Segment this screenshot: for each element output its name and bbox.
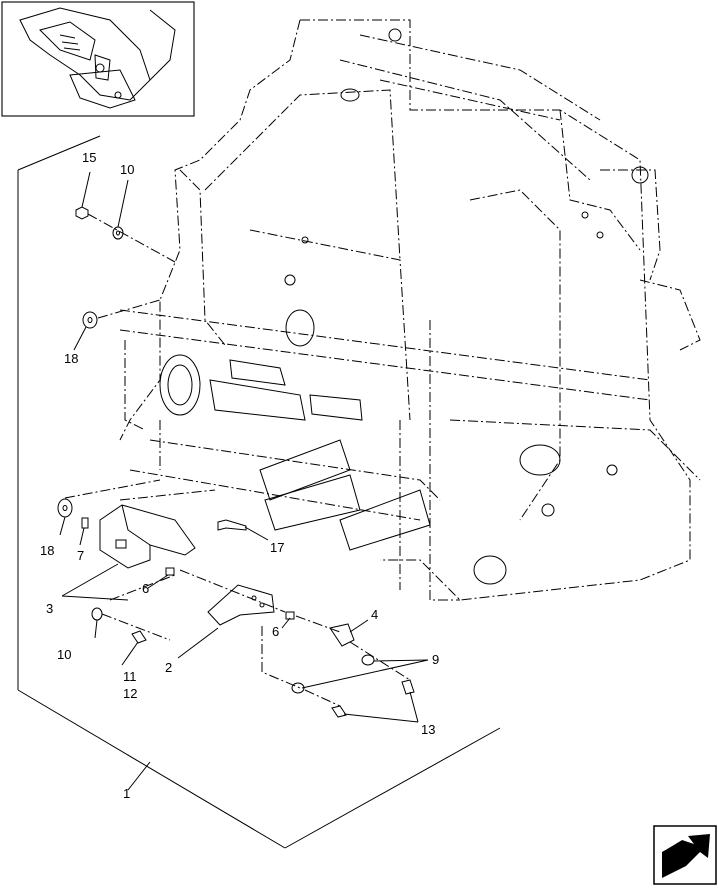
callout-15: 15 [82, 150, 96, 165]
callout-4: 4 [371, 607, 378, 622]
callout-17: 17 [270, 540, 284, 555]
callout-2: 2 [165, 660, 172, 675]
baler-frame-drawing [119, 19, 701, 601]
callout-3: 3 [46, 601, 53, 616]
callout-9: 9 [432, 652, 439, 667]
callout-10-bottom: 10 [57, 647, 71, 662]
callout-18-top: 18 [64, 351, 78, 366]
item-6-plug-a [165, 567, 175, 576]
callout-6-right: 6 [272, 624, 279, 639]
callout-1: 1 [123, 786, 130, 801]
callout-13: 13 [421, 722, 435, 737]
next-page-arrow-icon[interactable] [653, 825, 717, 885]
assembly-group-outline [17, 135, 501, 849]
callout-18-bottom: 18 [40, 543, 54, 558]
item-18-washer-bottom [57, 498, 73, 518]
item-7-plug [81, 517, 89, 529]
item-3-shield [99, 504, 196, 569]
item-9-washer-a [361, 654, 375, 666]
callout-12: 12 [123, 686, 137, 701]
item-2-bracket [207, 584, 275, 626]
item-13-bolt-a [401, 679, 415, 695]
item-13-bolt-b [331, 705, 347, 718]
item-15-nut [75, 206, 89, 220]
item-4-plate [329, 623, 355, 647]
callout-6-left: 6 [142, 581, 149, 596]
item-17-bolt [217, 519, 247, 531]
callout-labels: 15 10 18 18 7 17 6 3 4 6 10 9 2 11 12 13… [40, 150, 439, 801]
exploded-parts [57, 206, 415, 718]
callout-10-top: 10 [120, 162, 134, 177]
item-11-12-bolt [131, 630, 147, 644]
item-10-washer-bottom [91, 607, 103, 621]
leader-lines [59, 171, 429, 723]
item-18-washer-top [82, 311, 98, 329]
callout-11: 11 [123, 669, 137, 684]
callout-7: 7 [77, 548, 84, 563]
location-inset [1, 1, 195, 117]
item-6-plug-b [285, 611, 295, 620]
